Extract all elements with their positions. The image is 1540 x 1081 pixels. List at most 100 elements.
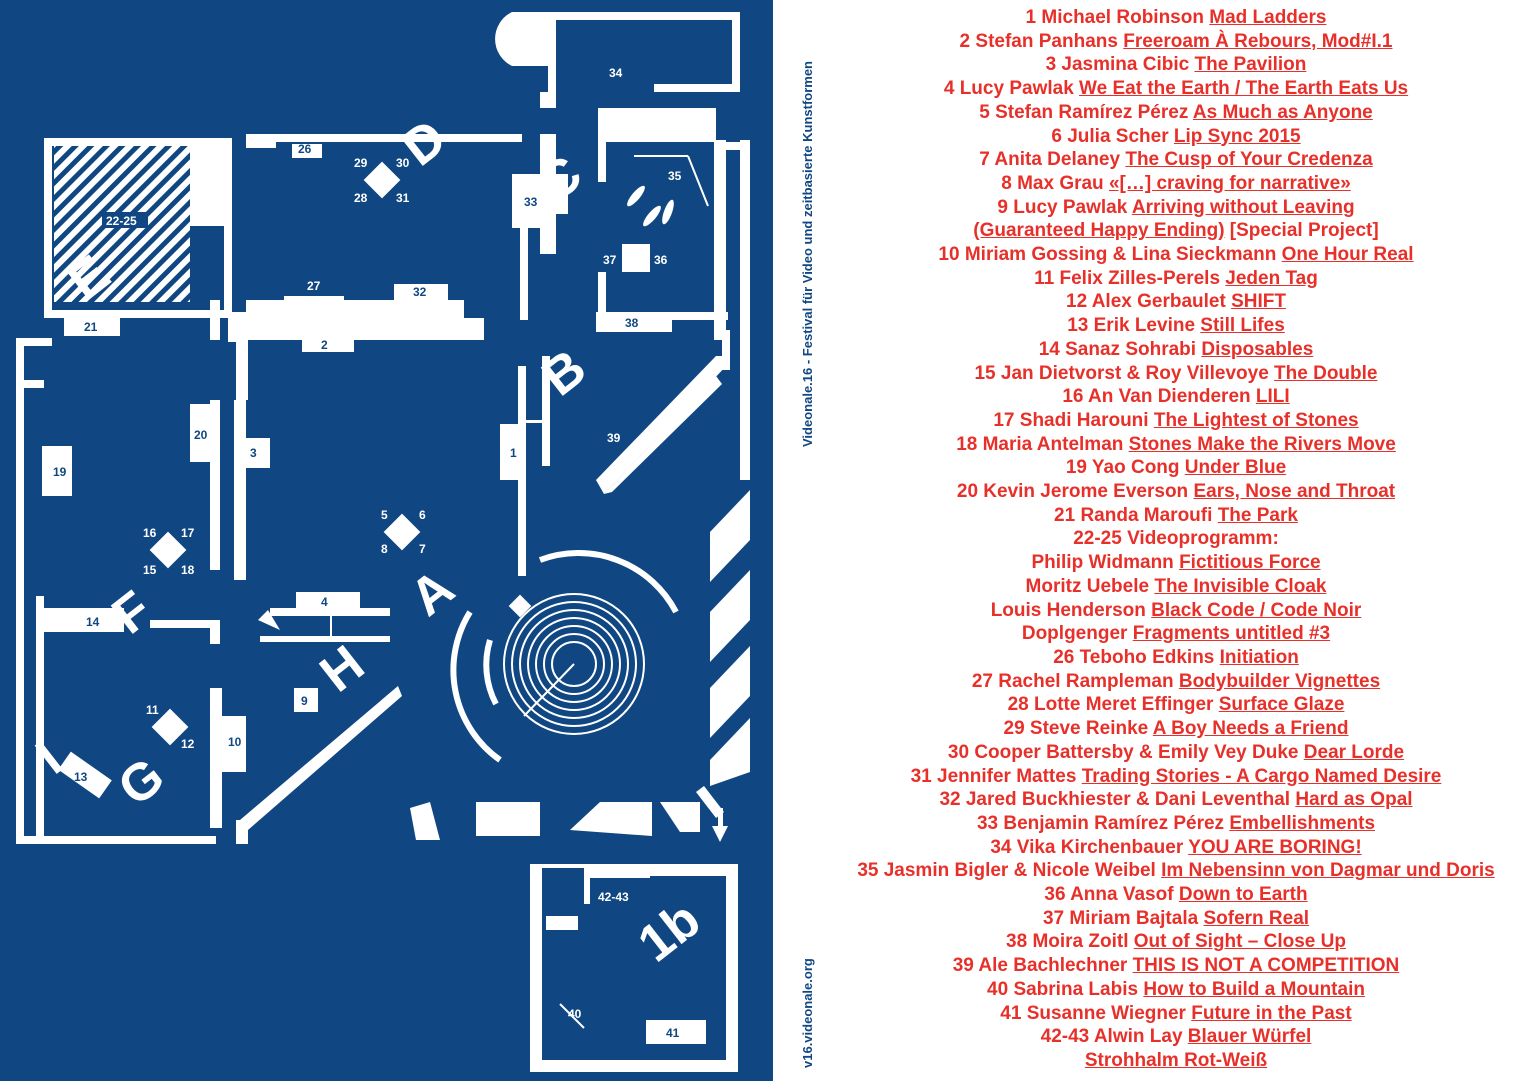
list-item: Louis Henderson Black Code / Code Noir xyxy=(815,599,1537,623)
list-item: 36 Anna Vasof Down to Earth xyxy=(815,883,1537,907)
map-label-16: 16 xyxy=(143,526,157,540)
map-label-14: 14 xyxy=(86,615,100,629)
artwork-title-link[interactable]: Embellishments xyxy=(1229,812,1376,834)
artwork-title-link[interactable]: Lip Sync 2015 xyxy=(1173,125,1301,147)
map-label-5: 5 xyxy=(381,508,388,522)
artwork-title-link[interactable]: One Hour Real xyxy=(1281,244,1414,266)
artwork-title-link[interactable]: How to Build a Mountain xyxy=(1143,978,1365,1000)
list-item: 21 Randa Maroufi The Park xyxy=(815,504,1537,528)
artwork-title-link[interactable]: (Guaranteed Happy Ending) xyxy=(973,220,1225,242)
map-label-18: 18 xyxy=(181,563,195,577)
artwork-title-link[interactable]: The Double xyxy=(1274,362,1378,384)
artwork-title-link[interactable]: Initiation xyxy=(1219,646,1299,668)
artwork-title-link[interactable]: Blauer Würfel xyxy=(1187,1026,1312,1048)
artwork-title-link[interactable]: Freeroam À Rebours, Mod#I.1 xyxy=(1123,30,1393,52)
artwork-title-link[interactable]: THIS IS NOT A COMPETITION xyxy=(1132,955,1400,977)
map-label-22-25: 22-25 xyxy=(106,214,137,228)
artwork-title-link[interactable]: Strohhalm Rot-Weiß xyxy=(1084,1049,1268,1071)
list-item: 14 Sanaz Sohrabi Disposables xyxy=(815,338,1537,362)
list-item: 32 Jared Buckhiester & Dani Leventhal Ha… xyxy=(815,788,1537,812)
artwork-title-link[interactable]: Under Blue xyxy=(1184,457,1287,479)
list-item: 17 Shadi Harouni The Lightest of Stones xyxy=(815,409,1537,433)
list-item: 37 Miriam Bajtala Sofern Real xyxy=(815,907,1537,931)
artist-name: 9 Lucy Pawlak xyxy=(997,196,1132,218)
videoprogram-label-box xyxy=(102,212,148,228)
artwork-title-link[interactable]: The Cusp of Your Credenza xyxy=(1125,149,1373,171)
artist-name: 35 Jasmin Bigler & Nicole Weibel xyxy=(857,860,1162,882)
map-label-39: 39 xyxy=(607,431,621,445)
artwork-note: [Special Project] xyxy=(1224,220,1379,242)
artist-name: 19 Yao Cong xyxy=(1065,457,1185,479)
list-item: 8 Max Grau «[…] craving for narrative» xyxy=(815,172,1537,196)
artist-name: 13 Erik Levine xyxy=(1067,315,1201,337)
artwork-title-link[interactable]: Arriving without Leaving xyxy=(1131,196,1355,218)
artwork-title-link[interactable]: Trading Stories - A Cargo Named Desire xyxy=(1081,765,1442,787)
festival-title-vertical: Videonale.16 - Festival für Video und ze… xyxy=(800,60,815,447)
artwork-title-link[interactable]: Im Nebensinn von Dagmar und Doris xyxy=(1161,860,1495,882)
list-item: 5 Stefan Ramírez Pérez As Much as Anyone xyxy=(815,101,1537,125)
list-item: 22-25 Videoprogramm: xyxy=(815,527,1537,551)
artist-name: 12 Alex Gerbaulet xyxy=(1066,291,1232,313)
list-item: 3 Jasmina Cibic The Pavilion xyxy=(815,53,1537,77)
artwork-title-link[interactable]: Fragments untitled #3 xyxy=(1132,623,1331,645)
artist-name: 38 Moira Zoitl xyxy=(1006,931,1134,953)
artwork-title-link[interactable]: Ears, Nose and Throat xyxy=(1193,481,1396,503)
list-item: 4 Lucy Pawlak We Eat the Earth / The Ear… xyxy=(815,77,1537,101)
artwork-title-link[interactable]: «[…] craving for narrative» xyxy=(1108,172,1351,194)
list-item: 28 Lotte Meret Effinger Surface Glaze xyxy=(815,693,1537,717)
zone-label-b: B xyxy=(532,339,597,408)
list-item: 7 Anita Delaney The Cusp of Your Credenz… xyxy=(815,148,1537,172)
artwork-title-link[interactable]: Stones Make the Rivers Move xyxy=(1128,433,1396,455)
map-label-4: 4 xyxy=(321,595,328,609)
map-label-31: 31 xyxy=(396,191,410,205)
list-item: 33 Benjamin Ramírez Pérez Embellishments xyxy=(815,812,1537,836)
artwork-title-link[interactable]: Future in the Past xyxy=(1191,1002,1352,1024)
artwork-title-link[interactable]: Hard as Opal xyxy=(1295,789,1413,811)
map-label-37: 37 xyxy=(603,253,617,267)
artwork-title-link[interactable]: Sofern Real xyxy=(1203,907,1310,929)
list-item: 29 Steve Reinke A Boy Needs a Friend xyxy=(815,717,1537,741)
artwork-title-link[interactable]: The Lightest of Stones xyxy=(1153,409,1359,431)
map-label-2: 2 xyxy=(321,338,328,352)
artwork-title-link[interactable]: Surface Glaze xyxy=(1218,694,1345,716)
artwork-title-link[interactable]: The Park xyxy=(1217,504,1298,526)
zone-label-g: G xyxy=(108,747,176,818)
artwork-title-link[interactable]: The Pavilion xyxy=(1194,54,1307,76)
list-item: 40 Sabrina Labis How to Build a Mountain xyxy=(815,978,1537,1002)
artwork-title-link[interactable]: SHIFT xyxy=(1231,291,1286,313)
zone-label-h: H xyxy=(310,635,375,704)
list-item: 30 Cooper Battersby & Emily Vey Duke Dea… xyxy=(815,741,1537,765)
artwork-title-link[interactable]: Bodybuilder Vignettes xyxy=(1178,670,1381,692)
artwork-title-link[interactable]: Jeden Tag xyxy=(1225,267,1318,289)
artist-name: 22-25 Videoprogramm: xyxy=(1073,528,1279,550)
artist-name: 40 Sabrina Labis xyxy=(987,978,1144,1000)
artwork-title-link[interactable]: Dear Lorde xyxy=(1303,741,1405,763)
list-item: 9 Lucy Pawlak Arriving without Leaving xyxy=(815,196,1537,220)
artwork-title-link[interactable]: LILI xyxy=(1255,386,1290,408)
list-item: 20 Kevin Jerome Everson Ears, Nose and T… xyxy=(815,480,1537,504)
artist-name: Doplgenger xyxy=(1021,623,1133,645)
artwork-title-link[interactable]: YOU ARE BORING! xyxy=(1188,836,1362,858)
artwork-title-link[interactable]: Still Lifes xyxy=(1200,315,1285,337)
artwork-title-link[interactable]: Mad Ladders xyxy=(1209,7,1327,28)
list-item: 41 Susanne Wiegner Future in the Past xyxy=(815,1002,1537,1026)
artist-name: 10 Miriam Gossing & Lina Sieckmann xyxy=(938,244,1282,266)
list-item: 26 Teboho Edkins Initiation xyxy=(815,646,1537,670)
artwork-title-link[interactable]: Down to Earth xyxy=(1178,884,1308,906)
artwork-title-link[interactable]: Black Code / Code Noir xyxy=(1151,599,1362,621)
map-label-10: 10 xyxy=(228,735,242,749)
artwork-title-link[interactable]: Fictitious Force xyxy=(1179,552,1321,574)
festival-url-vertical[interactable]: v16.videonale.org xyxy=(800,958,815,1068)
artwork-title-link[interactable]: The Invisible Cloak xyxy=(1154,575,1327,597)
artist-name: 3 Jasmina Cibic xyxy=(1045,54,1195,76)
artwork-title-link[interactable]: As Much as Anyone xyxy=(1192,101,1373,123)
artwork-title-link[interactable]: Disposables xyxy=(1201,338,1314,360)
artwork-title-link[interactable]: Out of Sight – Close Up xyxy=(1133,931,1346,953)
artwork-title-link[interactable]: We Eat the Earth / The Earth Eats Us xyxy=(1079,78,1409,100)
artist-name: 26 Teboho Edkins xyxy=(1053,646,1220,668)
map-label-9: 9 xyxy=(301,694,308,708)
artwork-title-link[interactable]: A Boy Needs a Friend xyxy=(1152,718,1349,740)
artist-name: 5 Stefan Ramírez Pérez xyxy=(979,101,1193,123)
exhibit-markers xyxy=(42,144,709,1044)
